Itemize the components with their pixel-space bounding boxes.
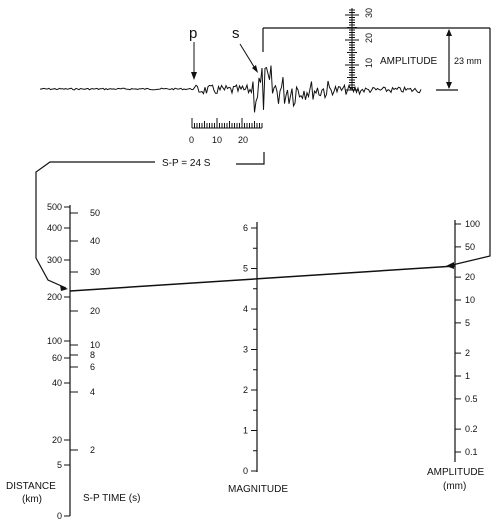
magnitude-tick-label: 1: [243, 426, 248, 436]
sp-interval-label: S-P = 24 S: [162, 158, 211, 169]
sp-tick-label: 10: [90, 340, 100, 350]
sp-tick-label: 8: [90, 350, 95, 360]
magnitude-tick-label: 2: [243, 385, 248, 395]
magnitude-tick-label: 0: [243, 466, 248, 476]
amplitude-dim-arrow-top: [446, 29, 452, 36]
sp-tick-label: 6: [90, 362, 95, 372]
amplitude-measure-label: AMPLITUDE: [380, 56, 438, 67]
sp-time-axis-label: S-P TIME (s): [83, 493, 140, 504]
time-tick-10: 10: [212, 135, 222, 145]
amplitude-transfer-line: [447, 28, 491, 267]
sp-time-ticks: 50 40 30 20 108 6 4 2: [70, 208, 100, 455]
sp-tick-label: 30: [90, 267, 100, 277]
seismogram: p s 0 10 20 10 20 30 AMPLITUDE 23 mm S-P…: [35, 8, 491, 291]
amplitude-tick-label: 0.5: [465, 394, 478, 404]
amplitude-tick-label: 5: [465, 318, 470, 328]
time-tick-0: 0: [189, 135, 194, 145]
distance-tick-label: 20: [52, 435, 62, 445]
amplitude-scale: [345, 8, 359, 91]
distance-tick-label: 300: [47, 255, 62, 265]
amplitude-tick-label: 2: [465, 348, 470, 358]
sp-tick-label: 40: [90, 236, 100, 246]
p-arrow-head: [191, 72, 197, 80]
amplitude-tick-label: 10: [465, 295, 475, 305]
amp-scale-tick-10: 10: [364, 58, 374, 68]
s-arrival-label: s: [232, 25, 240, 42]
amplitude-axis-unit: (mm): [443, 481, 466, 492]
amplitude-tick-label: 1: [465, 371, 470, 381]
sp-transfer-line: [35, 161, 155, 289]
distance-tick-label: 0: [57, 511, 62, 521]
amplitude-ticks: 100 50 20 10 5 2 1 0.5 0.2 0.1: [455, 219, 480, 457]
distance-tick-label: 100: [47, 336, 62, 346]
distance-tick-label: 400: [47, 223, 62, 233]
seismogram-trace: [39, 65, 422, 113]
distance-tick-label: 60: [52, 353, 62, 363]
amplitude-axis-label: AMPLITUDE: [427, 467, 485, 478]
sp-tick-label: 20: [90, 306, 100, 316]
sp-tick-label: 2: [90, 445, 95, 455]
distance-axis-unit: (km): [22, 494, 42, 505]
amplitude-tick-label: 100: [465, 219, 480, 229]
p-arrival-label: p: [189, 25, 197, 42]
distance-axis-label: DISTANCE: [6, 481, 56, 492]
distance-tick-label: 40: [52, 378, 62, 388]
time-scale: [191, 118, 263, 129]
magnitude-ticks: 0 1 2 3 4 5 6: [243, 223, 257, 476]
amplitude-tick-label: 0.2: [465, 424, 478, 434]
distance-tick-label: 500: [47, 202, 62, 212]
amp-scale-tick-30: 30: [364, 8, 374, 18]
magnitude-tick-label: 3: [243, 345, 248, 355]
magnitude-axis-label: MAGNITUDE: [228, 484, 288, 495]
magnitude-tick-label: 4: [243, 304, 248, 314]
distance-ticks: 500 400 300 200 100 60 40 20 5 0: [47, 202, 70, 521]
sp-tick-label: 4: [90, 387, 95, 397]
example-magnitude-line: [69, 265, 456, 292]
s-arrow-head: [252, 65, 258, 73]
s-arrival-arrow: [239, 43, 257, 71]
amplitude-transfer-arrow: [446, 262, 454, 269]
distance-tick-label: 200: [47, 292, 62, 302]
amplitude-tick-label: 20: [465, 272, 475, 282]
amplitude-tick-label: 0.1: [465, 447, 478, 457]
amplitude-measure-value: 23 mm: [454, 56, 482, 66]
sp-tick-label: 50: [90, 208, 100, 218]
magnitude-tick-label: 5: [243, 264, 248, 274]
amplitude-tick-label: 50: [465, 242, 475, 252]
sp-bracket-right: [236, 152, 265, 165]
amp-scale-tick-20: 20: [364, 33, 374, 43]
magnitude-tick-label: 6: [243, 223, 248, 233]
time-tick-20: 20: [238, 135, 248, 145]
amplitude-dim-arrow-bottom: [446, 82, 452, 89]
distance-tick-label: 5: [57, 460, 62, 470]
sp-transfer-arrow: [60, 285, 68, 291]
